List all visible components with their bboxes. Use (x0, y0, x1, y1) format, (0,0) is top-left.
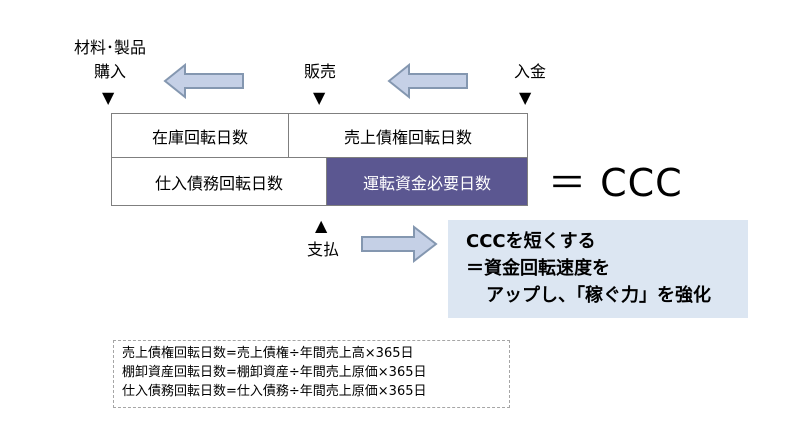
purchase-marker: ▼ (102, 88, 115, 107)
deposit-marker: ▼ (519, 88, 532, 107)
left-arrow-icon (163, 63, 244, 99)
callout-line2: ＝資金回転速度を (466, 258, 610, 279)
inventory-days-box: 在庫回転日数 (111, 113, 289, 158)
payable-days-label: 仕入債務回転日数 (154, 173, 283, 193)
deposit-label: 入金 (513, 62, 546, 81)
inventory-days-label: 在庫回転日数 (151, 127, 248, 147)
payment-label: 支払 (306, 240, 339, 259)
receivable-days-box: 売上債権回転日数 (288, 113, 528, 158)
formula-payable: 仕入債務回転日数=仕入債務÷年間売上原価×365日 (122, 384, 427, 399)
sales-marker: ▼ (313, 88, 326, 107)
ccc-callout: CCCを短くする ＝資金回転速度を アップし、「稼ぐ力」を強化 (448, 220, 748, 318)
ccc-equation: ＝ CCC (548, 161, 683, 205)
right-arrow-icon (361, 225, 438, 263)
formula-inventory: 棚卸資産回転日数=棚卸資産÷年間売上原価×365日 (122, 365, 427, 380)
sales-label: 販売 (303, 62, 336, 81)
formula-box: 売上債権回転日数=売上債権÷年間売上高×365日 棚卸資産回転日数=棚卸資産÷年… (113, 340, 510, 408)
callout-line1: CCCを短くする (466, 231, 596, 252)
payment-marker: ▲ (315, 216, 328, 235)
purchase-label-line1: 材料･製品 (73, 38, 146, 57)
receivable-days-label: 売上債権回転日数 (343, 127, 472, 147)
purchase-label-line2: 購入 (93, 62, 126, 81)
payable-days-box: 仕入債務回転日数 (111, 157, 327, 206)
formula-receivable: 売上債権回転日数=売上債権÷年間売上高×365日 (122, 346, 414, 361)
left-arrow-icon (387, 63, 468, 99)
working-capital-days-label: 運転資金必要日数 (362, 173, 491, 193)
callout-line3: アップし、「稼ぐ力」を強化 (486, 285, 711, 306)
working-capital-days-box: 運転資金必要日数 (326, 157, 528, 206)
